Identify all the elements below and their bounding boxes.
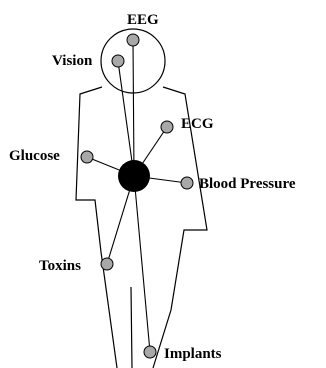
implants-sensor-node [144, 346, 156, 358]
glucose-sensor-node [81, 151, 93, 163]
toxins-sensor-node [101, 258, 113, 270]
ecg-sensor-node [161, 121, 173, 133]
toxins-label: Toxins [39, 258, 81, 274]
wire-vision [118, 61, 134, 176]
wire-eeg [133, 40, 134, 176]
vision-label: Vision [52, 53, 93, 69]
eeg-sensor-node [127, 34, 139, 46]
glucose-label: Glucose [9, 148, 60, 164]
wire-implants [134, 176, 150, 352]
eeg-label: EEG [127, 12, 159, 28]
ecg-label: ECG [181, 116, 214, 132]
blood-pressure-sensor-node [181, 177, 193, 189]
blood-pressure-label: Blood Pressure [199, 176, 296, 192]
central-hub-node [118, 160, 150, 192]
implants-label: Implants [164, 346, 222, 362]
vision-sensor-node [112, 55, 124, 67]
